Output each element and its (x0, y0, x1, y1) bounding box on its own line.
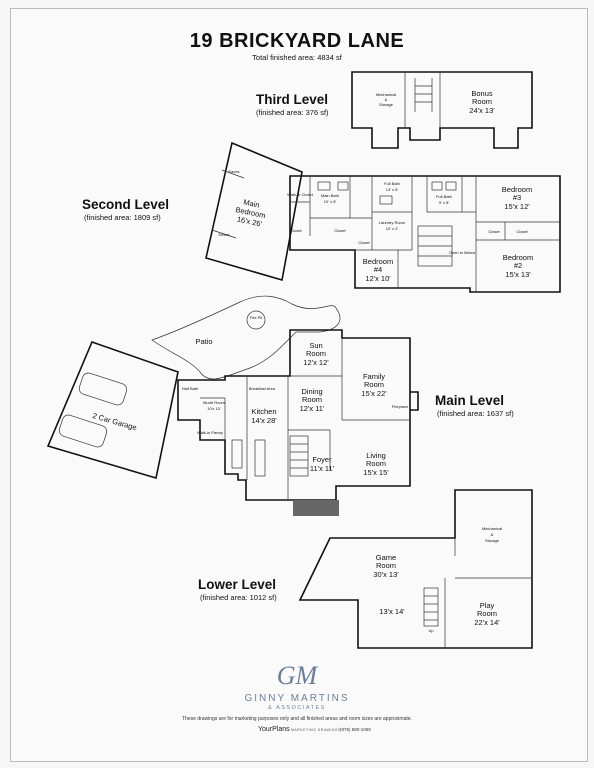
third-level-label: Third Level (256, 92, 329, 107)
yourplans-subtitle: MARKETING DRAWINGS (291, 728, 341, 732)
full-bath-1-dim: 13' x 8' (386, 187, 399, 192)
lower-mech-label-3: Storage (485, 538, 500, 543)
sun-room-dim: 12'x 12' (303, 358, 329, 367)
foyer-label: Foyer (312, 455, 332, 464)
bedroom-3-label: Bedroom (502, 185, 532, 194)
bedroom-4-dim: 12'x 10' (365, 274, 391, 283)
bonus-room-label-2: Room (472, 97, 492, 106)
mud-room-label: Mudd Room (203, 400, 225, 405)
play-room-dim: 22'x 14' (474, 618, 500, 627)
sun-room-label-2: Room (306, 349, 326, 358)
lower-level-plan (298, 489, 533, 649)
living-room-dim: 15'x 15' (363, 468, 389, 477)
game-room-dim: 30'x 13' (373, 570, 399, 579)
lower-mech-label-2: & (491, 532, 494, 537)
breakfast-label: Breakfast Area (249, 386, 276, 391)
living-room-label: Living (366, 451, 386, 460)
living-room-label-2: Room (366, 459, 386, 468)
game-room-label-2: Room (376, 561, 396, 570)
laundry-label: Laundry Room (379, 220, 406, 225)
bedroom-2-label: Bedroom (503, 253, 533, 262)
main-level-label: Main Level (435, 393, 505, 408)
third-level-plan (351, 71, 533, 149)
play-room-label-2: Room (477, 609, 497, 618)
logo-subtitle: & ASSOCIATES (268, 705, 326, 711)
half-bath-label: Half Bath (182, 386, 198, 391)
phone-number: (978) 580-1069 (340, 727, 371, 732)
dining-room-dim: 12'x 11' (300, 404, 325, 413)
third-level-area: (finished area: 376 sf) (256, 108, 329, 117)
family-room-dim: 15'x 22' (361, 389, 387, 398)
full-bath-1-label: Full Bath (384, 181, 400, 186)
foyer-dim: 11'x 11' (310, 464, 335, 473)
logo-monogram: GM (277, 661, 319, 690)
second-level-label: Second Level (82, 197, 170, 212)
garage-label: 2 Car Garage (92, 411, 138, 432)
second-level-plan (205, 141, 561, 293)
stair-up-label: Up (428, 628, 434, 633)
kitchen-dim: 14'x 28' (251, 416, 277, 425)
closet-label-1: Closet (488, 229, 500, 234)
page-subtitle: Total finished area: 4834 sf (252, 53, 342, 62)
family-room-label: Family (363, 372, 385, 381)
third-mech-label-2: & (385, 97, 388, 102)
bonus-room-dim: 24'x 13' (469, 106, 495, 115)
lower-mech-label-1: Mechanical (482, 526, 502, 531)
main-bath-dim: 10' x 8' (324, 199, 337, 204)
third-mech-label-1: Mechanical (376, 92, 396, 97)
dining-room-label: Dining (301, 387, 322, 396)
yourplans-logo: YourPlans (258, 726, 290, 733)
bedroom-4-label: Bedroom (363, 257, 393, 266)
second-level-area: (finished area: 1809 sf) (84, 213, 161, 222)
eaves-label-2: Eaves (218, 232, 229, 237)
bonus-room-label: Bonus (471, 89, 493, 98)
walkin-pantry-label: Walk-in Pantry (197, 430, 223, 435)
lower-alcove-dim: 13'x 14' (379, 607, 405, 616)
bedroom-2-label-2: #2 (514, 261, 522, 270)
kitchen-label: Kitchen (251, 407, 276, 416)
logo-name: GINNY MARTINS (244, 693, 350, 704)
game-room-label: Game (376, 553, 396, 562)
bedroom-3-label-2: #3 (513, 193, 521, 202)
open-below-label: Open to Below (449, 250, 475, 255)
closet-label-5: Closet (358, 240, 370, 245)
lower-level-area: (finished area: 1012 sf) (200, 593, 277, 602)
fire-pit-label: Fire Pit (250, 315, 264, 320)
full-bath-2-dim: 9' x 8' (439, 200, 449, 205)
patio-label: Patio (195, 337, 212, 346)
page-title: 19 BRICKYARD LANE (189, 30, 405, 52)
mud-room-dim: 10'x 10' (207, 406, 221, 411)
third-mech-label-3: Storage (379, 102, 394, 107)
bedroom-4-label-2: #4 (374, 265, 382, 274)
play-room-label: Play (480, 601, 495, 610)
dining-room-label-2: Room (302, 395, 322, 404)
bedroom-2-dim: 15'x 13' (505, 270, 531, 279)
lower-level-label: Lower Level (198, 577, 277, 592)
main-bedroom-label: Main (243, 197, 261, 209)
laundry-dim: 10' x 2' (386, 226, 399, 231)
family-room-label-2: Room (364, 380, 384, 389)
full-bath-2-label: Full Bath (436, 194, 452, 199)
closet-label-4: Closet (334, 228, 346, 233)
fireplace-label: Fireplace (392, 404, 409, 409)
bedroom-3-dim: 15'x 12' (504, 202, 530, 211)
closet-label-3: Closet (290, 228, 302, 233)
sun-room-label: Sun (309, 341, 322, 350)
eaves-label-1: Eaves (228, 169, 239, 174)
main-bath-label: Main Bath (321, 193, 339, 198)
disclaimer-text: These drawings are for marketing purpose… (182, 716, 412, 722)
closet-label-2: Closet (516, 229, 528, 234)
main-level-area: (finished area: 1637 sf) (437, 409, 514, 418)
plan-sheet (10, 8, 588, 762)
main-level-plan (46, 295, 419, 516)
walkin-closet-label: Walk-in Closet (287, 192, 314, 197)
